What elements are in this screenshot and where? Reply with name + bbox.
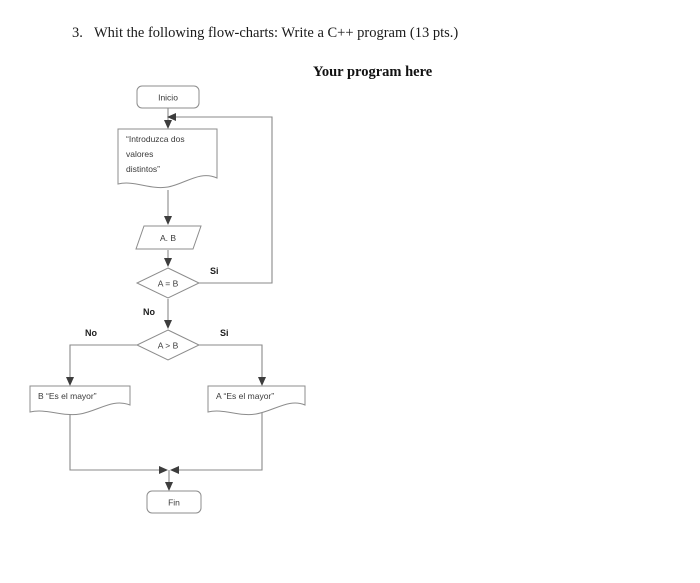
inicio-shape (136, 85, 200, 109)
edge-label-eq-no: No (143, 307, 155, 317)
fin-shape (146, 490, 202, 514)
edge-gt-no-to-b (69, 344, 137, 379)
b-mayor-shape (29, 385, 131, 416)
eq-decision-label: A = B (158, 279, 179, 289)
node-eq-decision[interactable]: A = B (135, 267, 201, 299)
answer-prompt-heading: Your program here (313, 64, 433, 80)
arrowhead-merge-right (170, 466, 179, 474)
input-label: A. B (160, 233, 176, 243)
prompt-shape (117, 128, 218, 189)
edge-b-to-merge (69, 412, 161, 471)
prompt-label-line-3: distintos” (126, 164, 160, 174)
node-input[interactable]: A. B (135, 225, 202, 250)
arrowhead-into-input (164, 216, 172, 225)
edge-label-gt-no: No (85, 328, 97, 338)
node-inicio[interactable]: Inicio (136, 85, 200, 109)
arrowhead-into-b-doc (66, 377, 74, 386)
arrowhead-into-gt (164, 320, 172, 329)
arrowhead-merge-left (159, 466, 168, 474)
prompt-label-line-2: valores (126, 149, 153, 159)
edge-gt-si-to-a (199, 344, 263, 379)
fin-label: Fin (168, 498, 180, 508)
arrowhead-into-prompt (164, 120, 172, 129)
inicio-label: Inicio (158, 93, 178, 103)
node-prompt[interactable]: “Introduzca dos valores distintos” (117, 128, 218, 189)
node-fin[interactable]: Fin (146, 490, 202, 514)
gt-decision-shape (135, 329, 201, 361)
arrowhead-into-eq (164, 258, 172, 267)
eq-decision-shape (135, 267, 201, 299)
a-mayor-label: A “Es el mayor” (216, 391, 274, 401)
edge-label-gt-si: Si (220, 328, 229, 338)
edge-label-eq-si: Si (210, 266, 219, 276)
question-number: 3. (72, 25, 83, 41)
b-mayor-label: B “Es el mayor” (38, 391, 97, 401)
edge-a-to-merge (177, 412, 263, 471)
input-shape (135, 225, 202, 250)
prompt-label-line-1: “Introduzca dos (126, 134, 185, 144)
node-a-mayor[interactable]: A “Es el mayor” (207, 385, 306, 416)
gt-decision-label: A > B (158, 341, 179, 351)
question-prompt: 3. Whit the following flow-charts: Write … (72, 24, 632, 42)
node-b-mayor[interactable]: B “Es el mayor” (29, 385, 131, 416)
arrowhead-into-fin (165, 482, 173, 491)
a-mayor-shape (207, 385, 306, 416)
arrowhead-loopback (167, 113, 176, 121)
question-text: Whit the following flow-charts: Write a … (94, 25, 459, 41)
arrowhead-into-a-doc (258, 377, 266, 386)
edge-eq-si-loopback (174, 116, 273, 284)
node-gt-decision[interactable]: A > B (135, 329, 201, 361)
